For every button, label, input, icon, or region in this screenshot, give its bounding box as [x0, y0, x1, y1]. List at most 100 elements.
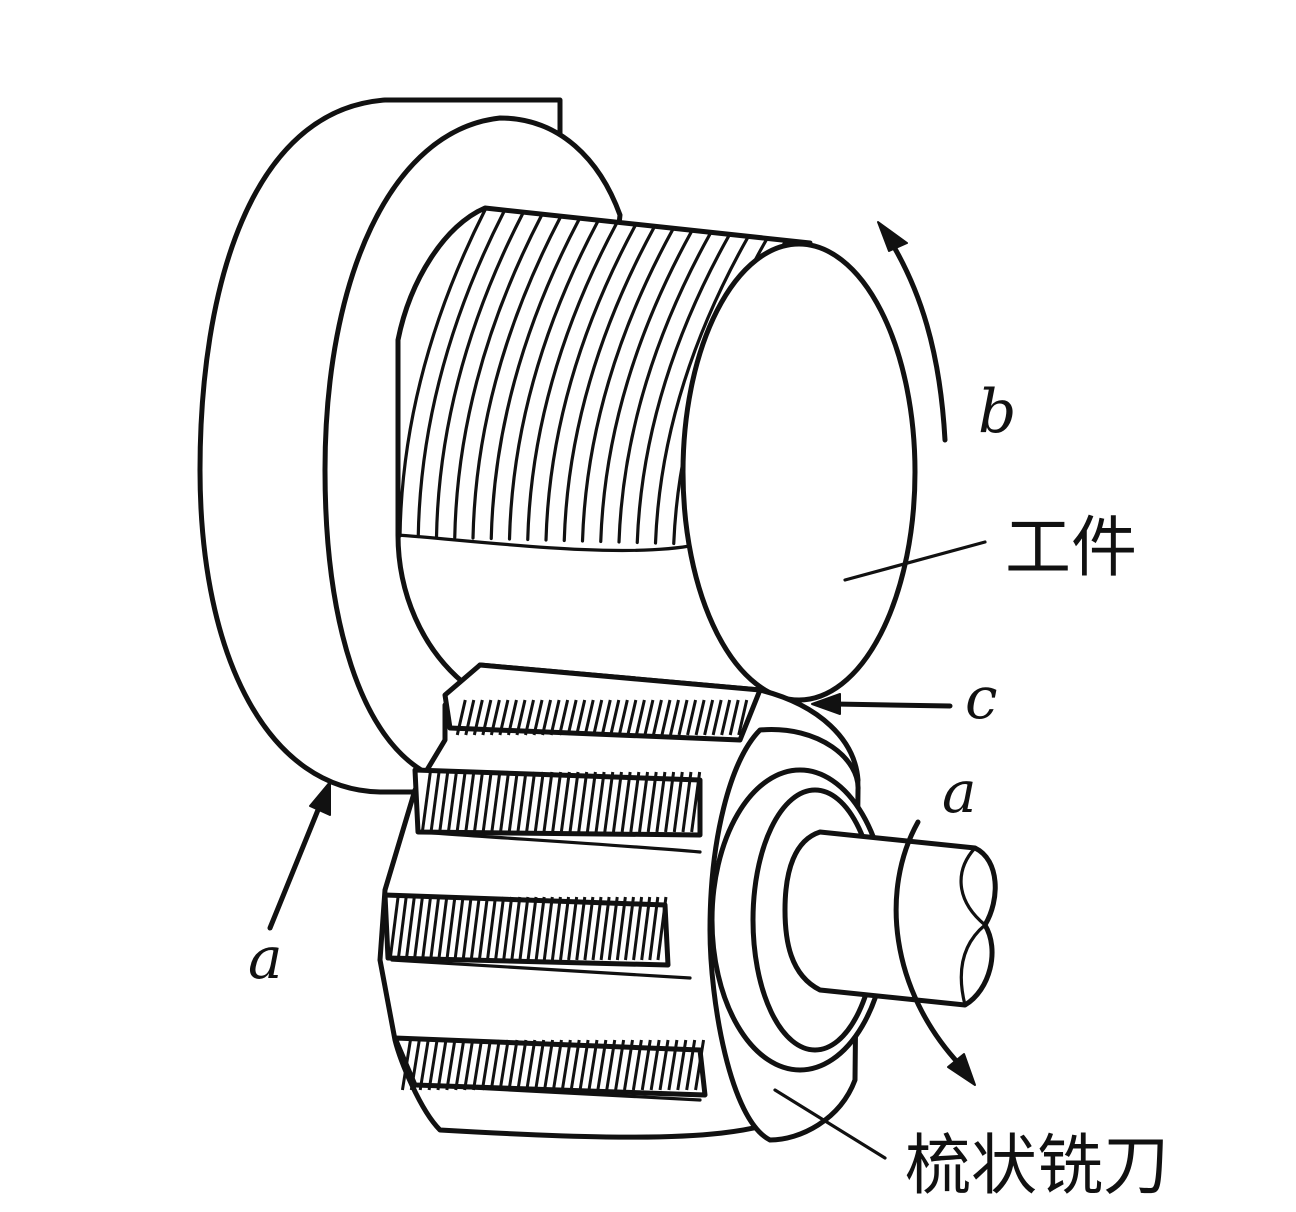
tooth-hatch-line: [592, 699, 604, 736]
thread-line: [617, 232, 712, 544]
label-axis-a-right: a: [942, 758, 977, 826]
thread-line: [416, 210, 506, 539]
tooth-hatch-line: [681, 771, 693, 833]
tooth-hatch-line: [551, 1039, 563, 1091]
cutter-flute-2: [390, 958, 692, 980]
tooth-hatch-line: [737, 699, 749, 736]
cutter-tooth-row-3: [382, 892, 671, 968]
tooth-hatch-line: [566, 699, 578, 736]
tooth-hatch-line: [400, 1039, 412, 1091]
tooth-hatch-line: [481, 771, 493, 833]
tooth-hatch-line: [629, 771, 641, 833]
tooth-hatch-line: [429, 896, 441, 961]
tooth-hatch-line: [648, 896, 660, 961]
cutter-tooth-row-2: [412, 767, 703, 838]
tooth-hatch-line: [421, 896, 433, 961]
axial-arrow-a-left: [267, 802, 323, 931]
tooth-hatch-line: [485, 896, 497, 961]
tooth-hatch-line: [534, 1039, 546, 1091]
tooth-hatch-line: [498, 1039, 510, 1091]
tooth-hatch-line: [525, 771, 537, 833]
tooth-hatch-line: [626, 699, 638, 736]
thread-line: [544, 224, 637, 542]
tooth-hatch-line: [660, 699, 672, 736]
tooth-hatch-line: [609, 699, 621, 736]
tooth-hatch-line: [463, 1039, 475, 1091]
tooth-hatch-line: [694, 1039, 706, 1091]
tooth-hatch-line: [438, 771, 450, 833]
tooth-hatch-line: [558, 699, 570, 736]
tooth-hatch-line: [575, 699, 587, 736]
tooth-hatch-line: [632, 896, 644, 961]
tooth-hatch-line: [455, 771, 467, 833]
tooth-hatch-line: [480, 1039, 492, 1091]
tooth-hatch-line: [506, 699, 518, 736]
tooth-hatch-line: [567, 896, 579, 961]
tooth-hatch-line: [614, 1039, 626, 1091]
tooth-hatch-line: [404, 896, 416, 961]
tooth-hatch-line: [489, 699, 501, 736]
tooth-hatch-line: [507, 1039, 519, 1091]
thread-line: [635, 234, 731, 545]
workpiece-end-face: [680, 241, 918, 703]
tooth-hatch-line: [577, 771, 589, 833]
thread-line: [434, 212, 525, 539]
tooth-hatch-line: [655, 771, 667, 833]
tooth-hatch-line: [583, 699, 595, 736]
tooth-hatch-line: [720, 699, 732, 736]
thread-line: [653, 236, 750, 545]
tooth-hatch-line: [605, 1039, 617, 1091]
tooth-hatch-line: [676, 1039, 688, 1091]
tooth-hatch-line: [594, 771, 606, 833]
tooth-hatch-line: [427, 1039, 439, 1091]
tooth-hatch-line: [541, 699, 553, 736]
tooth-hatch-line: [568, 771, 580, 833]
tooth-hatch-line: [658, 1039, 670, 1091]
workpiece-assembly: [197, 97, 918, 795]
tooth-hatch-line: [516, 771, 528, 833]
tooth-hatch-line: [559, 771, 571, 833]
cutter-leader: [773, 1088, 887, 1160]
cutter-shaft: [782, 829, 998, 1008]
tooth-hatch-line: [437, 896, 449, 961]
tooth-hatch-line: [494, 896, 506, 961]
axial-arrow-a-left-head: [309, 781, 331, 816]
tooth-hatch-line: [464, 771, 476, 833]
tooth-hatch-line: [464, 699, 476, 736]
tooth-hatch-line: [420, 771, 432, 833]
rotation-arrow-b: [887, 237, 948, 443]
cutter-assembly: [377, 662, 998, 1143]
tooth-hatch-line: [534, 896, 546, 961]
tooth-hatch-line: [510, 896, 522, 961]
tooth-hatch-line: [549, 699, 561, 736]
tooth-hatch-line: [703, 699, 715, 736]
rotation-arrow-b-head: [877, 221, 908, 252]
thread-line: [507, 220, 600, 541]
tooth-hatch-line: [587, 1039, 599, 1091]
tooth-hatch-line: [600, 699, 612, 736]
tooth-hatch-line: [453, 896, 465, 961]
tooth-hatch-line: [551, 771, 563, 833]
tooth-hatch-line: [525, 1039, 537, 1091]
tooth-hatch-line: [615, 896, 627, 961]
tooth-hatch-line: [603, 771, 615, 833]
thread-line: [398, 208, 487, 538]
tooth-hatch-line: [454, 1039, 466, 1091]
tooth-hatch-line: [532, 699, 544, 736]
thread-line: [580, 228, 675, 543]
thread-line: [453, 214, 543, 540]
tooth-hatch-line: [667, 1039, 679, 1091]
contact-arrow-c: [832, 701, 953, 709]
tooth-hatch-line: [651, 699, 663, 736]
tooth-hatch-line: [515, 699, 527, 736]
thread-line: [489, 218, 581, 541]
tooth-hatch-line: [646, 771, 658, 833]
tooth-hatch-line: [455, 699, 467, 736]
tooth-hatch-line: [498, 699, 510, 736]
tooth-hatch-line: [643, 699, 655, 736]
tooth-hatch-line: [502, 896, 514, 961]
tooth-hatch-line: [542, 771, 554, 833]
tooth-hatch-line: [472, 699, 484, 736]
tooth-hatch-line: [599, 896, 611, 961]
